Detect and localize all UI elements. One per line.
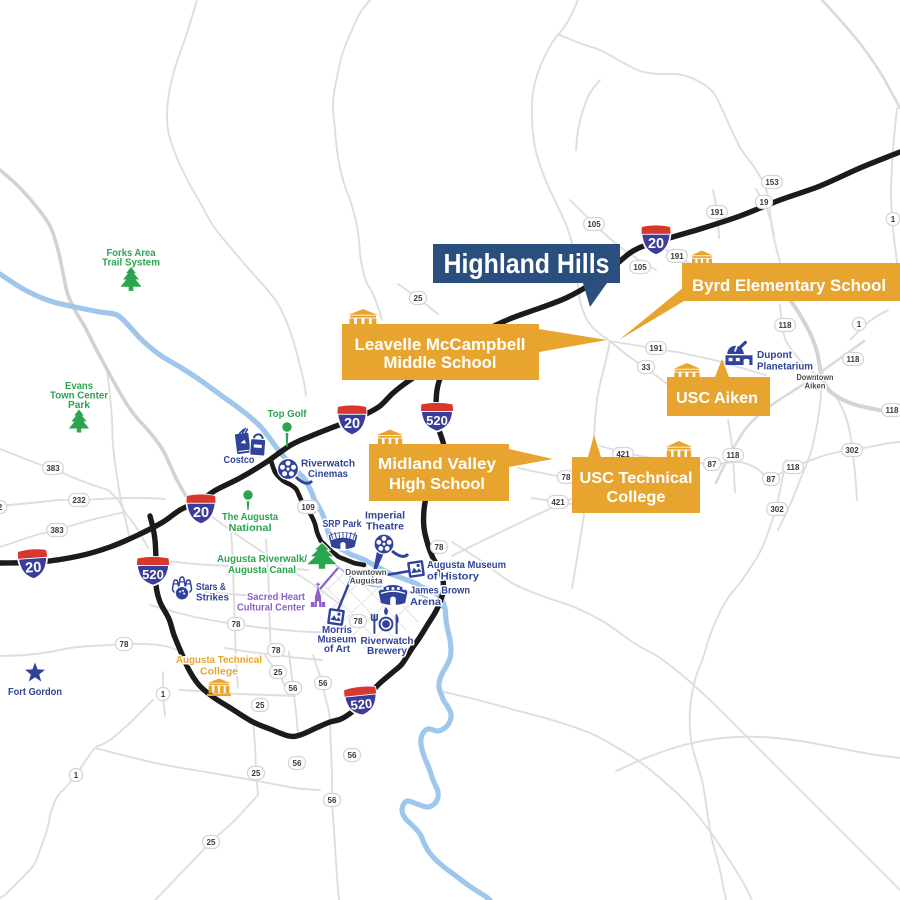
svg-text:Augusta Technical: Augusta Technical: [176, 655, 262, 666]
svg-text:College: College: [607, 489, 666, 506]
svg-text:191: 191: [670, 252, 684, 261]
svg-text:105: 105: [587, 220, 601, 229]
svg-text:Byrd Elementary School: Byrd Elementary School: [692, 276, 886, 295]
svg-text:USC Technical: USC Technical: [580, 470, 693, 487]
svg-text:25: 25: [414, 294, 423, 303]
svg-text:33: 33: [642, 363, 651, 372]
svg-text:25: 25: [252, 769, 261, 778]
svg-text:421: 421: [616, 450, 630, 459]
svg-text:25: 25: [207, 838, 216, 847]
svg-text:Evans: Evans: [65, 381, 93, 392]
svg-text:56: 56: [319, 679, 328, 688]
svg-text:Stars &: Stars &: [196, 582, 226, 593]
svg-text:Middle School: Middle School: [384, 354, 497, 372]
svg-text:1: 1: [161, 690, 166, 699]
svg-text:Highland Hills: Highland Hills: [444, 248, 610, 279]
svg-text:Forks Area: Forks Area: [107, 248, 156, 259]
svg-text:Augusta: Augusta: [350, 577, 383, 586]
svg-text:78: 78: [272, 646, 281, 655]
svg-text:20: 20: [648, 236, 664, 252]
svg-text:Aiken: Aiken: [805, 382, 826, 391]
svg-text:Strikes: Strikes: [196, 593, 229, 604]
svg-text:Augusta Riverwalk/: Augusta Riverwalk/: [217, 554, 307, 565]
svg-text:19: 19: [760, 198, 769, 207]
svg-text:1: 1: [74, 771, 79, 780]
svg-text:National: National: [229, 523, 272, 534]
svg-text:SRP Park: SRP Park: [323, 519, 362, 530]
svg-text:383: 383: [46, 464, 60, 473]
svg-text:78: 78: [562, 473, 571, 482]
svg-text:Brewery: Brewery: [367, 646, 407, 657]
svg-text:56: 56: [348, 751, 357, 760]
svg-text:1: 1: [891, 215, 896, 224]
svg-text:118: 118: [727, 451, 740, 460]
svg-text:2: 2: [0, 503, 3, 512]
svg-text:20: 20: [193, 505, 209, 521]
svg-text:Theatre: Theatre: [366, 522, 404, 533]
svg-text:118: 118: [886, 406, 899, 415]
svg-text:56: 56: [293, 759, 302, 768]
svg-text:383: 383: [50, 526, 64, 535]
svg-text:520: 520: [426, 413, 448, 428]
svg-text:Downtown: Downtown: [797, 373, 834, 382]
svg-text:Sacred Heart: Sacred Heart: [247, 592, 306, 603]
svg-text:153: 153: [765, 178, 779, 187]
svg-text:Leavelle McCampbell: Leavelle McCampbell: [355, 336, 526, 354]
svg-text:25: 25: [256, 701, 265, 710]
svg-text:109: 109: [301, 503, 315, 512]
svg-text:Cinemas: Cinemas: [308, 469, 348, 480]
svg-text:191: 191: [649, 344, 663, 353]
svg-text:College: College: [200, 667, 238, 678]
svg-text:Costco: Costco: [224, 455, 255, 466]
svg-text:78: 78: [435, 543, 444, 552]
svg-text:Augusta Museum: Augusta Museum: [427, 560, 506, 571]
svg-text:Midland Valley: Midland Valley: [378, 456, 496, 473]
svg-text:118: 118: [787, 463, 800, 472]
svg-text:Town Center: Town Center: [50, 391, 108, 402]
svg-text:302: 302: [770, 505, 784, 514]
svg-text:Dupont: Dupont: [757, 350, 793, 361]
svg-text:Museum: Museum: [318, 635, 357, 646]
svg-text:87: 87: [767, 475, 776, 484]
svg-text:118: 118: [847, 355, 860, 364]
svg-text:of Art: of Art: [324, 644, 351, 655]
svg-text:56: 56: [289, 684, 298, 693]
svg-text:78: 78: [232, 620, 241, 629]
svg-text:High School: High School: [389, 476, 485, 493]
svg-text:20: 20: [344, 416, 360, 432]
svg-text:Riverwatch: Riverwatch: [361, 636, 414, 647]
svg-text:USC Aiken: USC Aiken: [676, 390, 758, 407]
svg-text:Trail System: Trail System: [102, 258, 160, 269]
svg-text:78: 78: [120, 640, 129, 649]
svg-text:520: 520: [142, 567, 164, 582]
svg-text:302: 302: [845, 446, 859, 455]
svg-text:Park: Park: [68, 400, 90, 411]
svg-text:Arena: Arena: [410, 597, 441, 608]
svg-text:Cultural Center: Cultural Center: [237, 603, 305, 614]
svg-text:87: 87: [708, 460, 717, 469]
svg-text:The Augusta: The Augusta: [222, 512, 278, 523]
svg-text:James Brown: James Brown: [410, 586, 470, 597]
svg-text:Fort Gordon: Fort Gordon: [8, 686, 62, 698]
svg-text:520: 520: [350, 696, 373, 713]
svg-text:Top Golf: Top Golf: [268, 409, 308, 420]
svg-text:56: 56: [328, 796, 337, 805]
svg-text:Downtown: Downtown: [345, 568, 386, 577]
svg-text:Augusta Canal: Augusta Canal: [228, 565, 296, 576]
svg-text:25: 25: [274, 668, 283, 677]
svg-text:78: 78: [354, 617, 363, 626]
svg-text:Planetarium: Planetarium: [757, 362, 813, 373]
svg-text:1: 1: [857, 320, 862, 329]
svg-text:20: 20: [25, 560, 42, 577]
svg-text:421: 421: [551, 498, 565, 507]
svg-text:118: 118: [779, 321, 792, 330]
svg-text:Imperial: Imperial: [365, 511, 405, 522]
svg-text:232: 232: [72, 496, 86, 505]
svg-text:191: 191: [710, 208, 724, 217]
svg-text:105: 105: [633, 263, 647, 272]
svg-text:Riverwatch: Riverwatch: [301, 459, 355, 470]
svg-text:of History: of History: [427, 572, 479, 583]
svg-text:Morris: Morris: [322, 625, 352, 636]
